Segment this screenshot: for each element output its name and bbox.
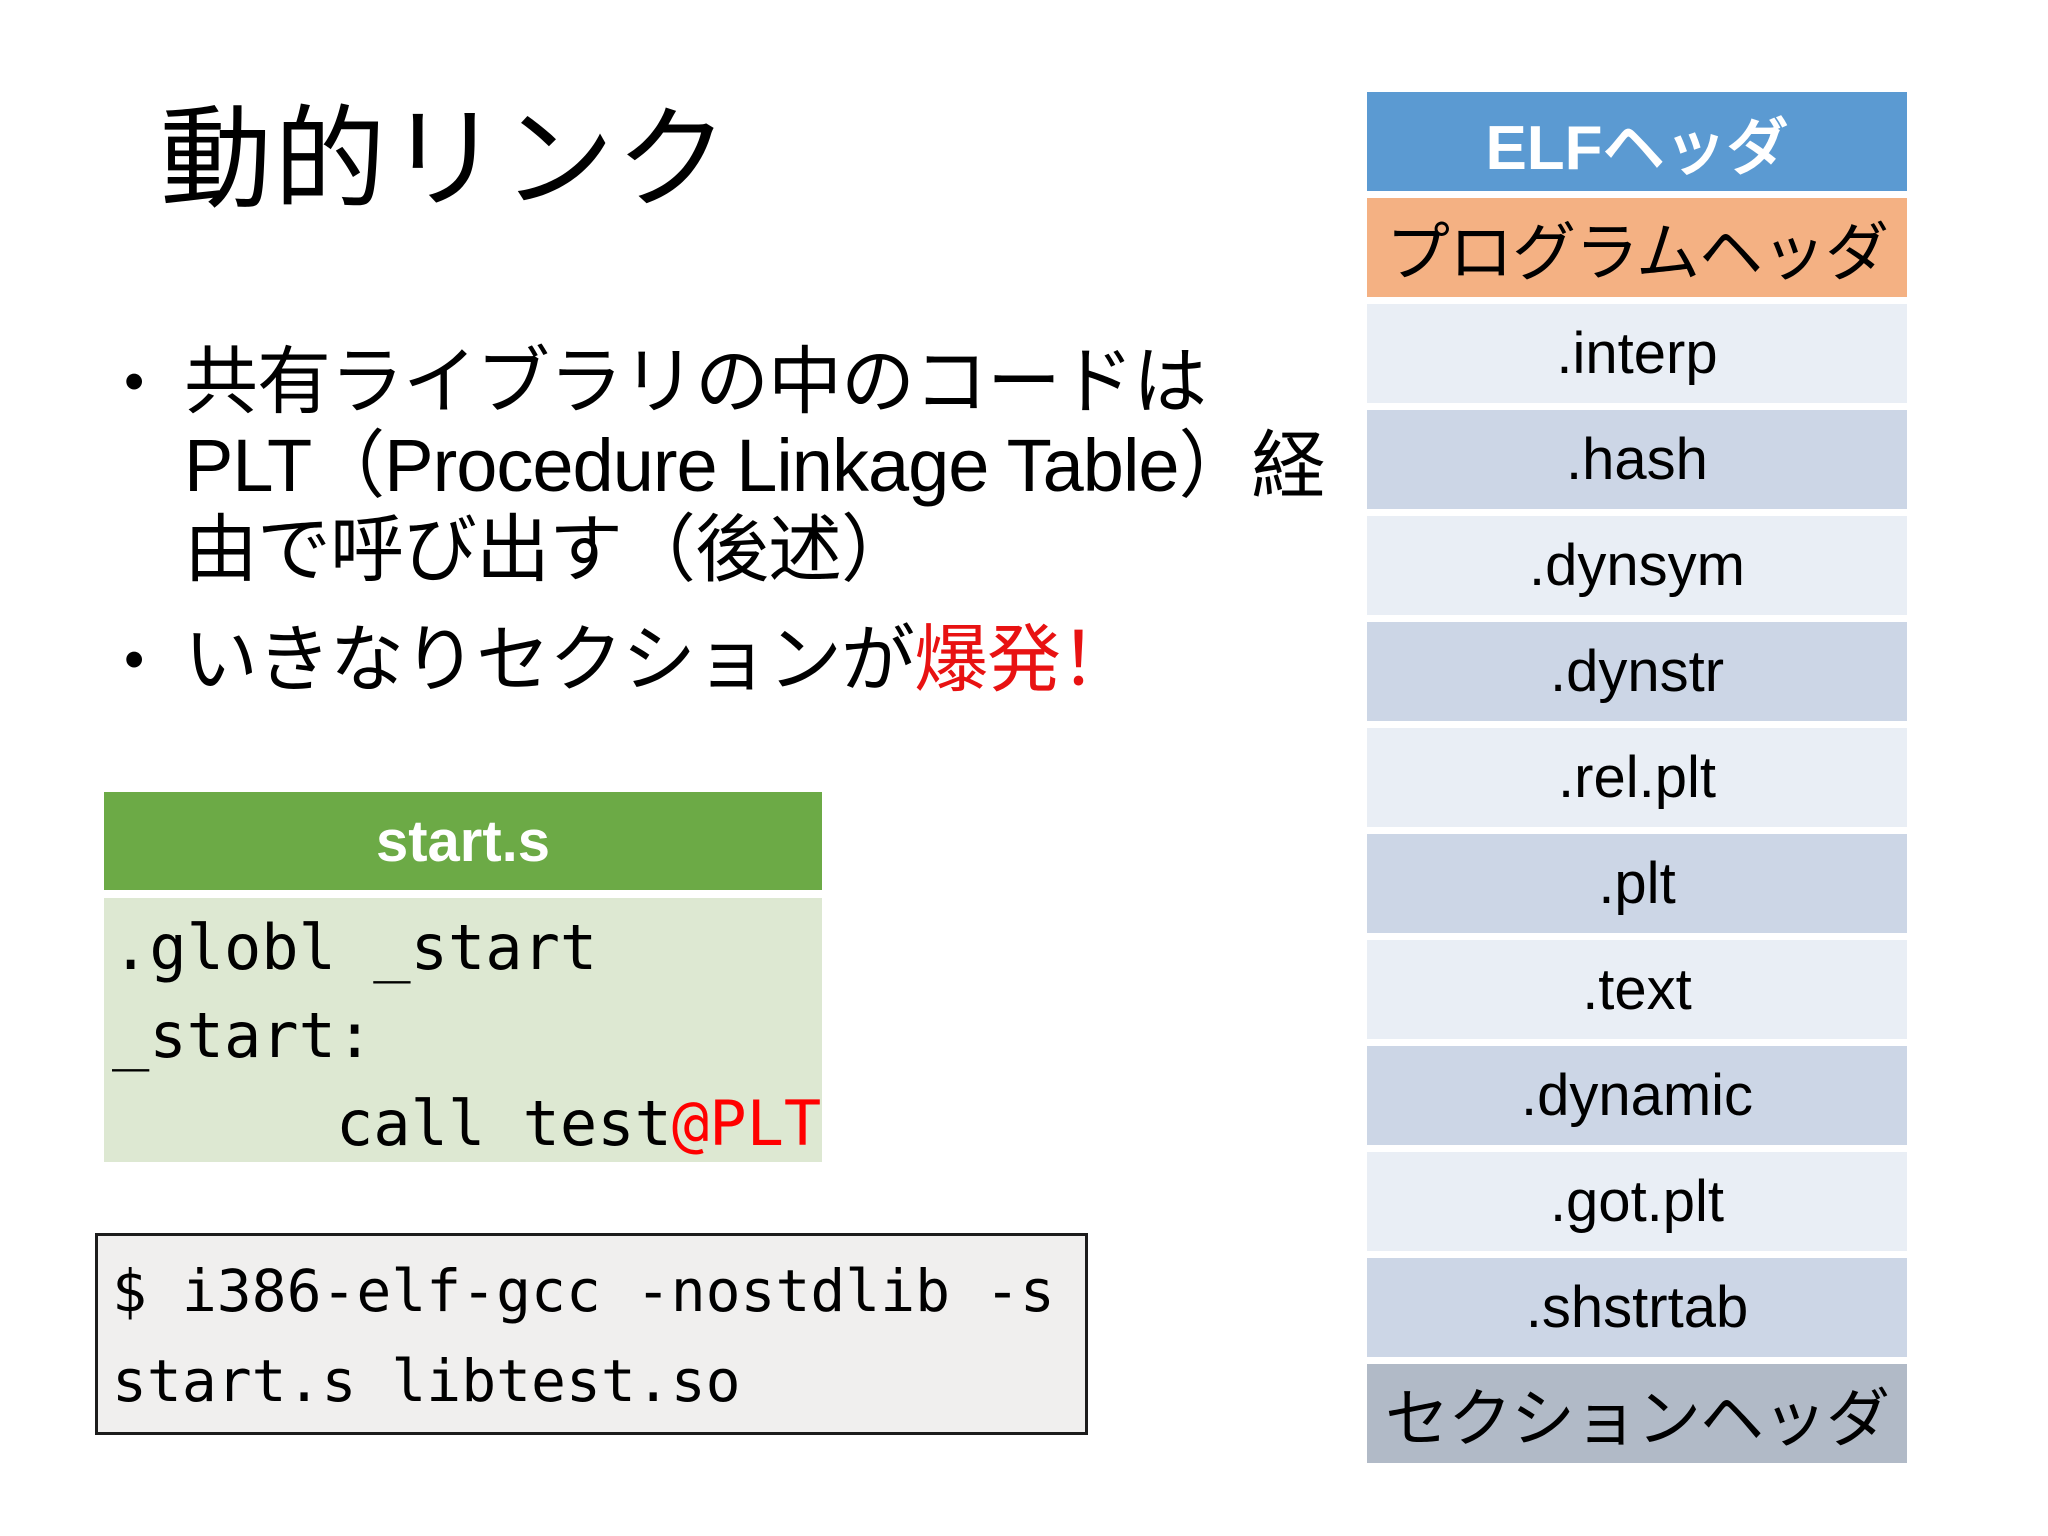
elf-row: .dynsym: [1367, 516, 1907, 615]
elf-row-label: プログラムヘッダ: [1385, 216, 1889, 289]
code-line: _start:: [112, 999, 374, 1072]
bullet-line: 共有ライブラリの中のコードは: [184, 340, 1207, 423]
elf-row: .rel.plt: [1367, 728, 1907, 827]
bullet-line: PLT（Procedure Linkage Table）経: [184, 424, 1326, 507]
elf-row-label: .dynstr: [1549, 639, 1725, 704]
bullet-marker: •: [124, 349, 145, 414]
elf-row: セクションヘッダ: [1367, 1364, 1907, 1463]
bullet-line: いきなりセクションが爆発！: [184, 618, 1134, 702]
terminal-box: $ i386-elf-gcc -nostdlib -s start.s libt…: [95, 1233, 1088, 1435]
bullet-text: いきなりセクションが爆発！: [184, 618, 1134, 702]
bullet-line-red-highlight: 爆発！: [914, 618, 1134, 701]
elf-row: ELFヘッダ: [1367, 92, 1907, 191]
elf-row-label: セクションヘッダ: [1385, 1382, 1890, 1455]
elf-row-label: .rel.plt: [1558, 745, 1716, 810]
code-box-header: start.s: [104, 792, 822, 890]
elf-row: .dynstr: [1367, 622, 1907, 721]
elf-row: .interp: [1367, 304, 1907, 403]
code-line: call test@PLT: [112, 1080, 822, 1168]
terminal-line: $ i386-elf-gcc -nostdlib -s: [112, 1257, 1055, 1325]
elf-row: .plt: [1367, 834, 1907, 933]
elf-row-label: ELFヘッダ: [1485, 113, 1789, 183]
bullet-text: 共有ライブラリの中のコードは PLT（Procedure Linkage Tab…: [184, 340, 1326, 592]
elf-row-label: .got.plt: [1549, 1169, 1725, 1234]
elf-row: .got.plt: [1367, 1152, 1907, 1251]
elf-row-label: .plt: [1598, 851, 1676, 916]
elf-row: プログラムヘッダ: [1367, 198, 1907, 297]
elf-row: .dynamic: [1367, 1046, 1907, 1145]
elf-row-label: .dynamic: [1520, 1063, 1754, 1128]
elf-row: .shstrtab: [1367, 1258, 1907, 1357]
bullet-item-1: • 共有ライブラリの中のコードは PLT（Procedure Linkage T…: [118, 340, 1378, 592]
page-title: 動的リンク: [160, 97, 730, 222]
bullet-line-black: いきなりセクションが: [184, 618, 915, 701]
code-line-plt-red: @PLT: [671, 1087, 822, 1160]
elf-row-label: .hash: [1566, 427, 1708, 492]
code-box-body: .globl _start _start: call test@PLT: [104, 898, 822, 1162]
elf-row-label: .interp: [1556, 321, 1718, 386]
code-line: .globl _start: [112, 911, 598, 984]
elf-row: .text: [1367, 940, 1907, 1039]
bullet-line: 由で呼び出す（後述）: [184, 508, 915, 591]
bullet-marker: •: [124, 627, 145, 692]
code-box-starts: start.s .globl _start _start: call test@…: [104, 792, 822, 1162]
elf-row-label: .dynsym: [1529, 533, 1745, 598]
bullet-item-2: • いきなりセクションが爆発！: [118, 618, 1378, 702]
terminal-line: start.s libtest.so: [112, 1347, 741, 1415]
bullet-list: • 共有ライブラリの中のコードは PLT（Procedure Linkage T…: [118, 340, 1378, 702]
elf-table: ELFヘッダ プログラムヘッダ .interp .hash .dynsym .d…: [1367, 92, 1907, 1463]
elf-row-label: .shstrtab: [1525, 1275, 1749, 1340]
elf-row-label: .text: [1582, 957, 1692, 1022]
code-line-black: call test: [112, 1087, 672, 1160]
elf-row: .hash: [1367, 410, 1907, 509]
